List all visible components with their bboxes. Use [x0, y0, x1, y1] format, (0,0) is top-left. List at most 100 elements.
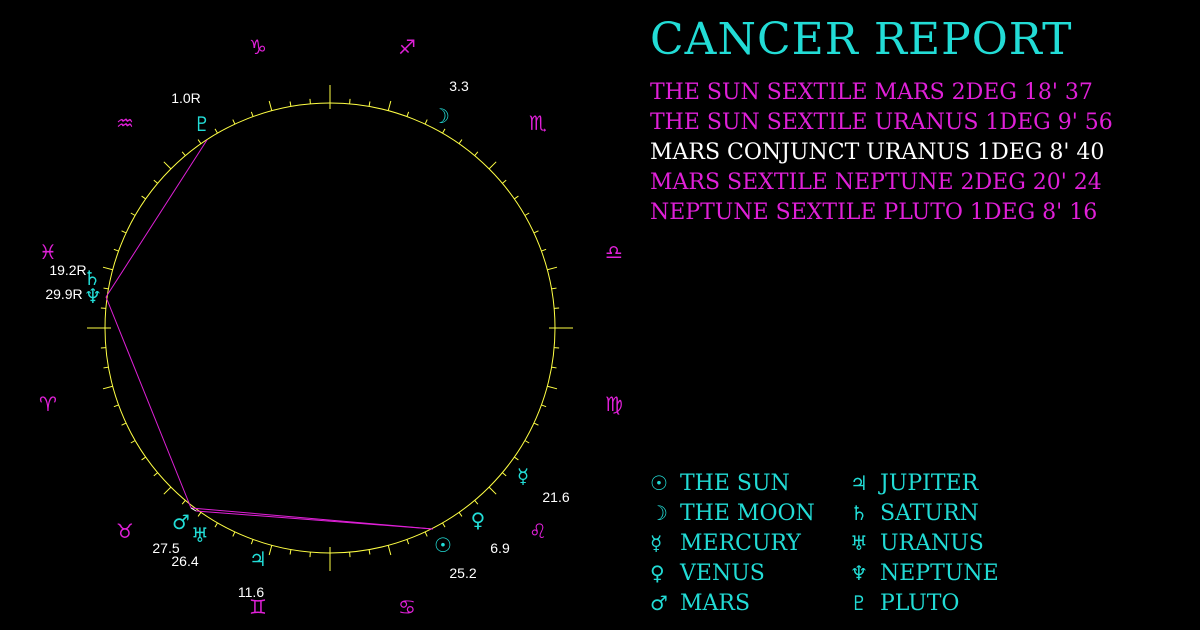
libra-icon: ♎ [605, 240, 623, 264]
wheel-tick [502, 179, 507, 184]
neptune-degree-label: 29.9R [45, 286, 82, 302]
wheel-tick [130, 212, 136, 216]
wheel-tick [547, 385, 558, 390]
venus-icon: ♀ [471, 508, 486, 532]
wheel-tick [232, 119, 236, 125]
neptune-icon: ♆ [850, 561, 868, 585]
wheel-tick [102, 385, 113, 390]
jupiter-icon: ♃ [249, 547, 267, 571]
chart-wheel: ♑♐♏♎♍♌♋♊♉♈♓♒ ☽3.3♇1.0R♄19.2R♆29.9R♂27.5♅… [39, 35, 623, 619]
wheel-tick [514, 195, 519, 200]
sagittarius-icon: ♐ [398, 35, 416, 59]
wheel-tick [406, 539, 410, 545]
aspect-item: MARS SEXTILE NEPTUNE 2DEG 20' 24 [650, 170, 1102, 195]
saturn-degree-label: 19.2R [49, 262, 86, 278]
venus-icon: ♀ [650, 561, 665, 585]
legend-label: URANUS [880, 531, 984, 556]
legend-label: MARS [680, 591, 751, 616]
wheel-tick [250, 539, 254, 545]
wheel-tick [141, 195, 146, 200]
wheel-tick [289, 101, 292, 107]
neptune-icon: ♆ [84, 284, 102, 308]
aspect-item: MARS CONJUNCT URANUS 1DEG 8' 40 [650, 140, 1105, 165]
wheel-tick [458, 139, 463, 144]
taurus-icon: ♉ [116, 519, 134, 543]
wheel-tick [103, 287, 109, 290]
legend-item-moon: ☽THE MOON [650, 498, 850, 528]
wheel-tick [113, 404, 119, 408]
gemini-icon: ♊ [249, 595, 267, 619]
wheel-tick [424, 119, 428, 125]
aspect-item: NEPTUNE SEXTILE PLUTO 1DEG 8' 16 [650, 200, 1098, 225]
wheel-tick [103, 366, 109, 369]
pluto-degree-label: 1.0R [171, 90, 201, 106]
wheel-tick [102, 266, 113, 271]
wheel-tick [474, 151, 479, 156]
legend-item-neptune: ♆NEPTUNE [850, 558, 1050, 588]
wheel-tick [163, 486, 172, 495]
wheel-tick [541, 404, 547, 408]
legend-item-pluto: ♇PLUTO [850, 588, 1050, 618]
jupiter-degree-label: 11.6 [238, 584, 264, 600]
legend-item-mars: ♂ MARS [650, 588, 850, 618]
pluto-icon: ♇ [193, 112, 211, 136]
wheel-tick [153, 179, 158, 184]
wheel-tick [387, 100, 392, 111]
legend-label: MERCURY [680, 531, 801, 556]
wheel-tick [406, 111, 410, 117]
wheel-tick [197, 139, 202, 144]
wheel-tick [541, 248, 547, 252]
wheel-tick [442, 128, 446, 134]
wheel-tick [474, 500, 479, 505]
zodiac-signs: ♑♐♏♎♍♌♋♊♉♈♓♒ [39, 35, 623, 619]
jupiter-icon: ♃ [850, 471, 868, 495]
legend-column-right: ♃JUPITER ♄SATURN ♅URANUS ♆NEPTUNE ♇PLUTO [850, 468, 1050, 618]
wheel-tick [488, 486, 497, 495]
mars-degree-label: 27.5 [152, 540, 179, 556]
aspect-item: THE SUN SEXTILE URANUS 1DEG 9' 56 [650, 110, 1113, 135]
virgo-icon: ♍ [605, 392, 623, 416]
wheel-tick [533, 230, 539, 234]
wheel-tick [163, 161, 172, 170]
wheel-tick [268, 545, 273, 556]
wheel-tick [232, 531, 236, 537]
sun-degree-label: 25.2 [449, 565, 476, 581]
wheel-tick [533, 422, 539, 426]
wheel-tick [514, 456, 519, 461]
legend-column-left: ☉THE SUN ☽THE MOON ☿MERCURY ♀VENUS ♂MARS [650, 468, 850, 618]
wheel-tick [424, 531, 428, 537]
cancer-icon: ♋ [398, 595, 416, 619]
moon-degree-label: 3.3 [449, 78, 469, 94]
uranus-icon: ♅ [191, 523, 209, 547]
legend-item-sun: ☉THE SUN [650, 468, 850, 498]
aspect-item: THE SUN SEXTILE MARS 2DEG 18' 37 [650, 80, 1093, 105]
wheel-tick [130, 440, 136, 444]
uranus-degree-label: 26.4 [171, 553, 198, 569]
legend-label: SATURN [880, 501, 979, 526]
wheel-tick [551, 287, 557, 290]
wheel-tick [121, 422, 127, 426]
wheel-tick [181, 500, 186, 505]
saturn-icon: ♄ [83, 266, 101, 290]
pluto-icon: ♇ [850, 591, 868, 615]
wheel-tick [368, 101, 371, 107]
mercury-icon: ☿ [517, 464, 529, 488]
legend-item-jupiter: ♃ JUPITER [850, 468, 1050, 498]
wheel-tick [289, 549, 292, 555]
wheel-tick [524, 440, 530, 444]
wheel-tick [368, 549, 371, 555]
aspect-line-mars-uranus [190, 507, 197, 512]
aspect-line-neptune-mars [105, 296, 192, 509]
wheel-circle [104, 102, 556, 554]
legend-item-mercury: ☿MERCURY [650, 528, 850, 558]
legend-label: JUPITER [880, 471, 979, 496]
mars-icon: ♂ [650, 591, 668, 615]
mars-icon: ♂ [172, 510, 190, 534]
wheel-tick [214, 522, 218, 528]
wheel-tick [442, 522, 446, 528]
wheel-tick [387, 545, 392, 556]
saturn-icon: ♄ [850, 501, 868, 525]
legend-item-saturn: ♄ SATURN [850, 498, 1050, 528]
wheel-tick [214, 128, 218, 134]
legend-label: THE SUN [680, 471, 790, 496]
